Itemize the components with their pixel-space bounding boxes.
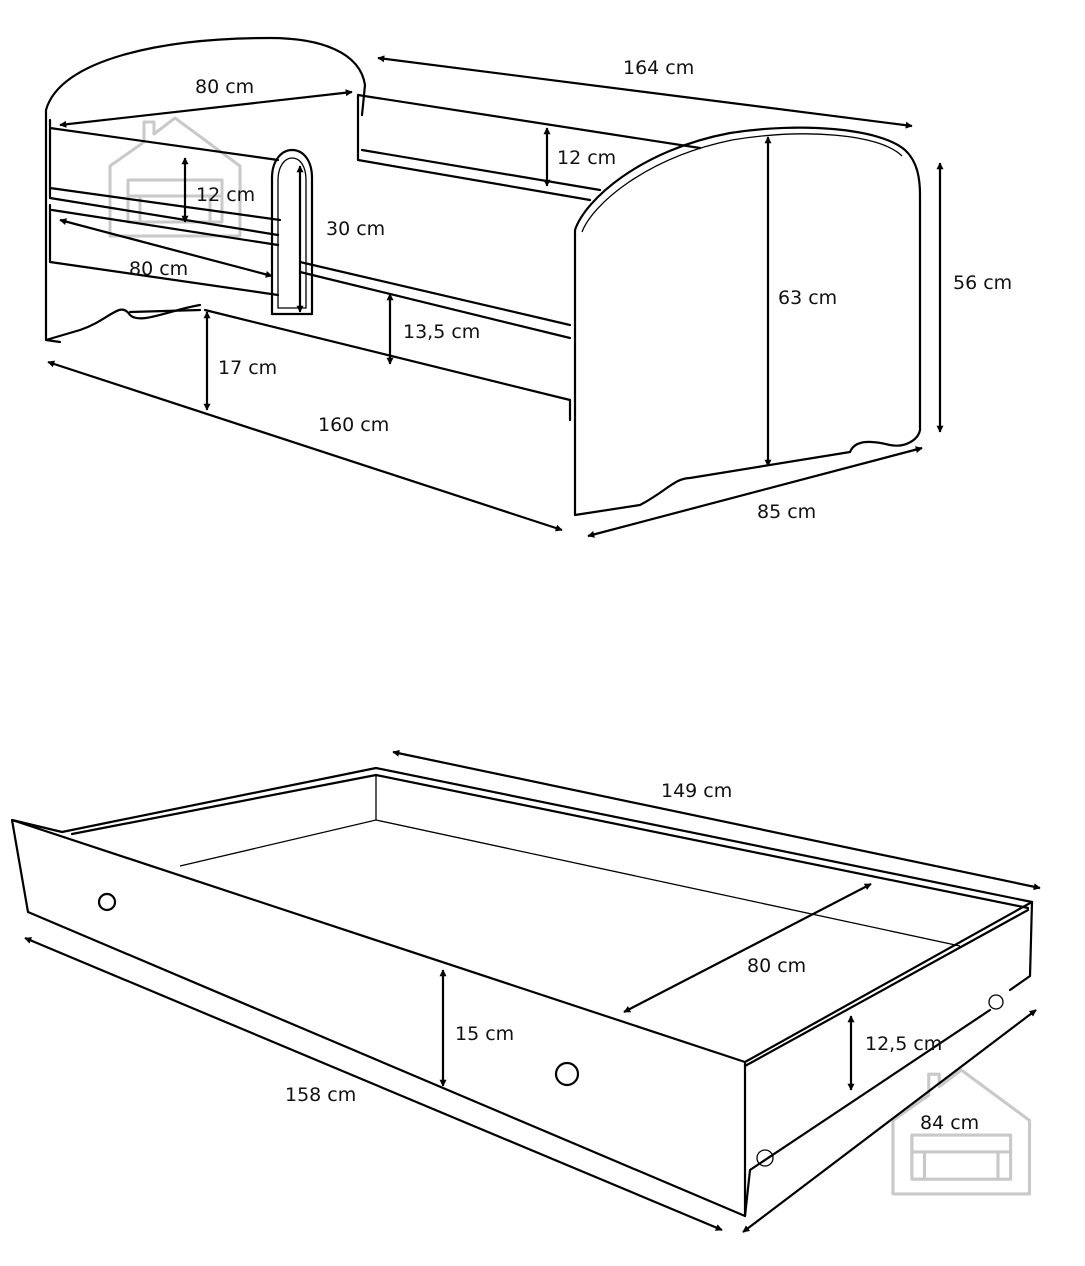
- dim-84cm: [742, 1009, 1037, 1233]
- dim-80cm-top: [59, 89, 353, 128]
- dim-160cm: [47, 360, 563, 532]
- bed-front-upper-rail: [48, 118, 282, 237]
- bed-left-end-panel: [44, 36, 367, 344]
- bed-drawer-front: [128, 308, 572, 422]
- bed-right-end-panel: [573, 126, 922, 517]
- bed-back-rail: [356, 93, 702, 202]
- label-guard-length: 80 cm: [129, 258, 188, 280]
- dim-158cm: [24, 936, 723, 1232]
- label-length: 158 cm: [285, 1084, 356, 1106]
- bed-side-guard: [270, 148, 314, 316]
- label-guard-opening: 30 cm: [326, 218, 385, 240]
- drawer-right-panel: [743, 900, 1034, 1218]
- drawer-front-panel: [10, 818, 747, 1218]
- drawer-drawing: 149 cm 80 cm 15 cm 12,5 cm 158 cm 84 cm: [10, 749, 1041, 1233]
- label-front-height: 15 cm: [455, 1023, 514, 1045]
- label-guard-height: 12 cm: [196, 184, 255, 206]
- bed-side-guard-inner: [277, 157, 307, 309]
- label-mattress-length: 160 cm: [318, 414, 389, 436]
- label-width: 85 cm: [757, 501, 816, 523]
- drawer-rim: [60, 766, 1034, 910]
- drawer-handle-left: [97, 892, 117, 912]
- bed-right-end-edge: [581, 133, 903, 233]
- label-side-height: 56 cm: [953, 272, 1012, 294]
- bed-front-lower-rail: [48, 203, 572, 340]
- label-headboard-height: 63 cm: [778, 287, 837, 309]
- dim-164cm: [377, 55, 913, 129]
- dim-80cm-drawer: [623, 883, 872, 1013]
- drawer-wheel-back: [988, 994, 1004, 1010]
- dim-80cm-guard: [59, 218, 273, 278]
- drawer-floor: [179, 775, 961, 947]
- label-side-height-drawer: 12,5 cm: [865, 1033, 942, 1055]
- label-inner-width: 80 cm: [747, 955, 806, 977]
- label-backrest-width: 80 cm: [195, 76, 254, 98]
- label-rail-gap: 12 cm: [557, 147, 616, 169]
- drawer-handle-right: [554, 1061, 580, 1087]
- dim-85cm: [587, 446, 923, 538]
- label-drawer-front: 13,5 cm: [403, 321, 480, 343]
- label-depth: 84 cm: [920, 1112, 979, 1134]
- label-inner-length: 149 cm: [661, 780, 732, 802]
- label-total-length: 164 cm: [623, 57, 694, 79]
- dim-149cm: [392, 749, 1041, 891]
- drawer-wheel-front: [756, 1149, 774, 1167]
- label-floor-clearance: 17 cm: [218, 357, 277, 379]
- bed-drawing: 80 cm 164 cm 12 cm 12 cm 30 cm 80 cm 13,…: [44, 36, 1012, 538]
